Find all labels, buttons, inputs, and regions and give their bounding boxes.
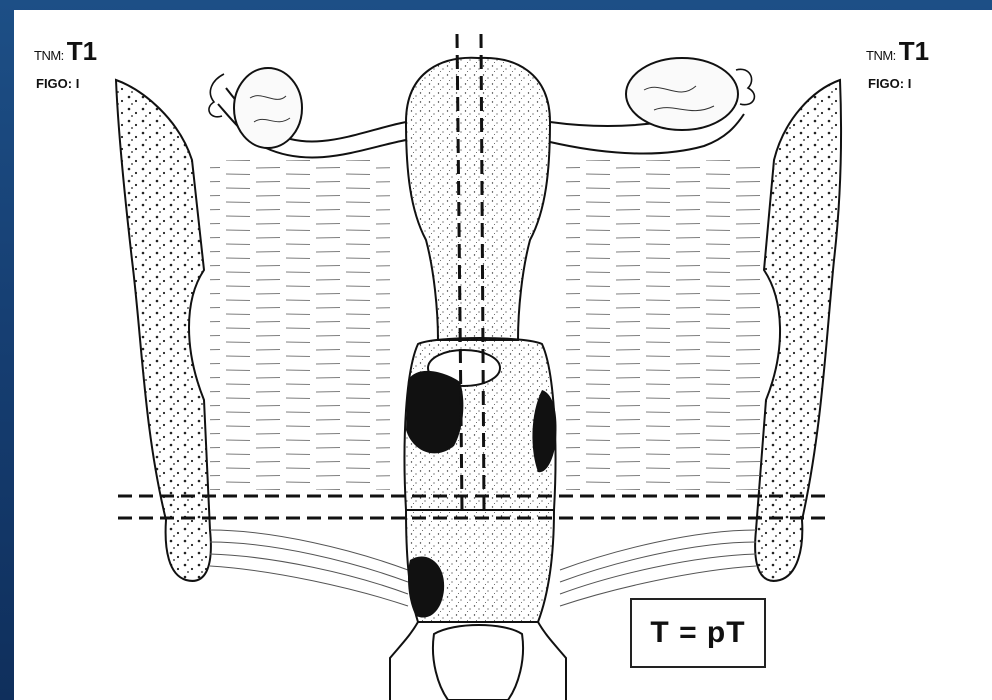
right-figo-label: FIGO: I — [868, 76, 911, 91]
right-tnm-stage: T1 — [899, 36, 929, 66]
left-parametrium — [210, 160, 390, 490]
right-parametrium — [566, 160, 762, 490]
right-tnm-prefix: TNM: — [866, 48, 896, 63]
uterus — [406, 58, 550, 340]
left-tnm-stage: T1 — [67, 36, 97, 66]
diagram-panel: TNM:T1 FIGO: I TNM:T1 FIGO: I T = pT — [14, 10, 992, 700]
left-pelvic-wall — [116, 80, 211, 581]
left-ovary — [209, 68, 302, 148]
right-pelvic-floor — [560, 530, 756, 606]
left-figo-label: FIGO: I — [36, 76, 79, 91]
left-tnm-prefix: TNM: — [34, 48, 64, 63]
tumor-left-cervix — [406, 371, 463, 454]
left-pelvic-floor — [210, 530, 408, 606]
right-tnm-label: TNM:T1 — [866, 36, 929, 67]
right-ovary — [626, 58, 754, 130]
left-tnm-label: TNM:T1 — [34, 36, 97, 67]
formula-text: T = pT — [650, 616, 745, 650]
formula-box: T = pT — [630, 598, 766, 668]
uterus-cervix-staging-diagram — [14, 10, 992, 700]
right-pelvic-wall — [755, 80, 841, 581]
